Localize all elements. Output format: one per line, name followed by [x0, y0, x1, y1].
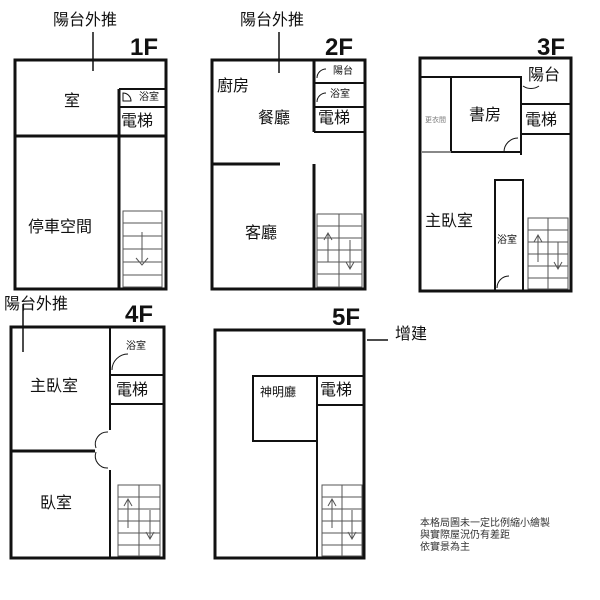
- stairs-1f: [122, 210, 163, 288]
- room-2f-living: 客廳: [245, 223, 278, 242]
- room-1f-parking: 停車空間: [28, 217, 93, 236]
- room-3f-elevator: 電梯: [525, 110, 558, 129]
- floor-2-walls: [210, 32, 367, 291]
- floor-label-5f: 5F: [332, 304, 361, 331]
- floor-5-walls: [213, 328, 388, 560]
- floor-4-walls: [9, 304, 166, 560]
- room-4f-master: 主臥室: [30, 376, 79, 395]
- annotation-1f: 陽台外推: [53, 10, 118, 29]
- stairs-4f: [117, 484, 161, 557]
- stairs-5f: [321, 484, 363, 557]
- stairs-2f: [316, 213, 363, 288]
- note-line: 依實景為主: [420, 542, 470, 553]
- room-3f-balcony: 陽台: [528, 65, 561, 84]
- room-3f-bath: 浴室: [497, 235, 517, 246]
- floor-label-2f: 2F: [325, 34, 354, 61]
- room-5f-shrine: 神明廳: [260, 385, 297, 399]
- room-3f-closet: 更衣間: [425, 116, 446, 124]
- floor-label-3f: 3F: [537, 34, 566, 61]
- room-2f-balcony: 陽台: [333, 66, 353, 77]
- annotation-4f: 陽台外推: [4, 294, 69, 313]
- room-2f-bath: 浴室: [330, 89, 350, 100]
- disclaimer-note: 本格局圖未一定比例縮小繪製 與實際屋況仍有差距 依實景為主: [420, 518, 550, 554]
- stairs: [117, 210, 569, 557]
- room-1f-bath: 浴室: [139, 92, 159, 103]
- room-3f-master: 主臥室: [425, 211, 474, 230]
- floor-1-walls: [13, 32, 168, 291]
- room-4f-elevator: 電梯: [116, 380, 149, 399]
- room-2f-elevator: 電梯: [318, 108, 351, 127]
- room-3f-study: 書房: [469, 105, 502, 124]
- note-line: 本格局圖未一定比例縮小繪製: [420, 518, 550, 529]
- room-2f-dining: 餐廳: [258, 108, 291, 127]
- floor-label-4f: 4F: [125, 301, 154, 328]
- annotation-2f: 陽台外推: [240, 10, 305, 29]
- annotation-5f: 增建: [395, 324, 428, 343]
- note-line: 與實際屋況仍有差距: [420, 530, 510, 541]
- floor-3-walls: [418, 56, 573, 293]
- room-2f-kitchen: 廚房: [217, 76, 250, 95]
- floor-label-1f: 1F: [130, 34, 159, 61]
- room-4f-bath: 浴室: [126, 341, 146, 352]
- room-4f-bedroom: 臥室: [40, 493, 73, 512]
- room-1f-elevator: 電梯: [121, 111, 154, 130]
- room-5f-elevator: 電梯: [320, 380, 353, 399]
- room-1f-room: 室: [64, 91, 81, 110]
- stairs-3f: [527, 217, 569, 290]
